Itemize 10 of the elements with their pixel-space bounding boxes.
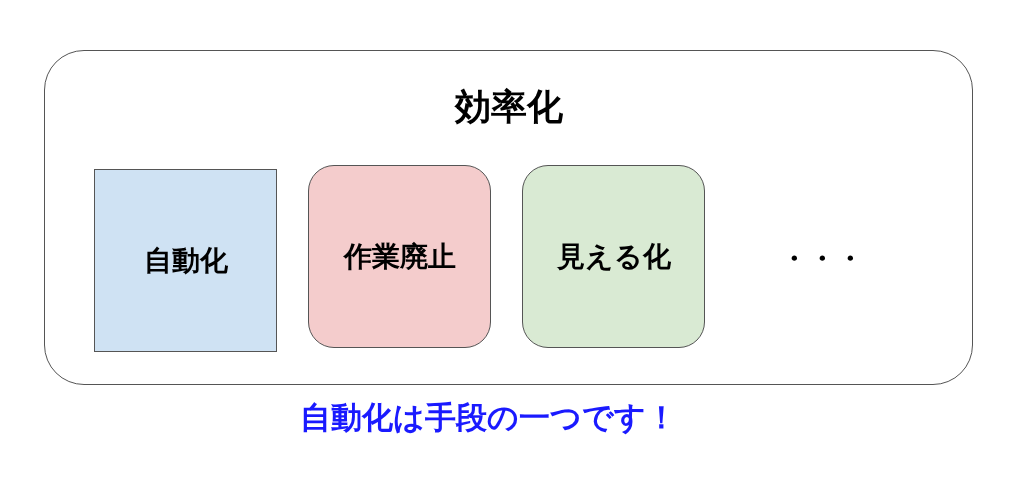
box-label: 自動化 [143,242,228,279]
process-box [522,165,705,348]
group-container [44,50,973,385]
ellipsis-text: ・・・ [780,241,864,277]
box-label: 見える化 [556,238,671,275]
caption: 自動化は手段の一つです！ [300,398,677,437]
box-label: 作業廃止 [343,238,456,275]
group-title: 効率化 [453,85,564,129]
process-box [308,165,491,348]
process-box [94,169,277,352]
